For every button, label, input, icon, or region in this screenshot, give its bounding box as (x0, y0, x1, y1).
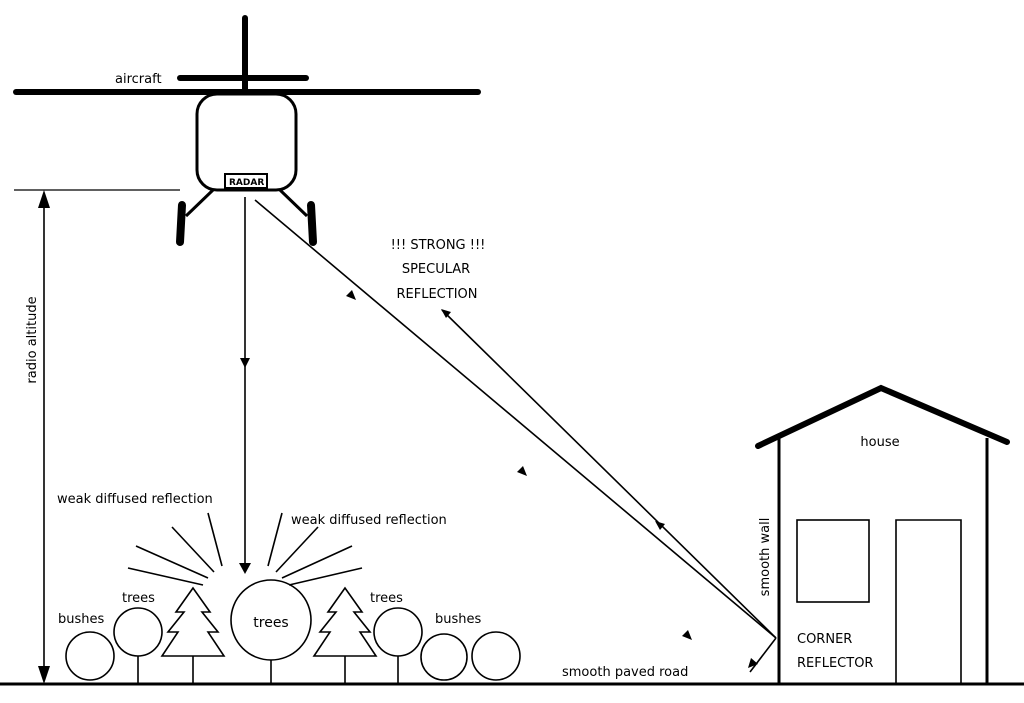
altitude-arrow-top (38, 190, 50, 208)
radar-label: RADAR (229, 178, 264, 188)
radar-box (224, 173, 268, 189)
house-door (895, 519, 962, 684)
bushes-label-left: bushes (58, 612, 105, 627)
house-roof (755, 384, 1010, 449)
house-window (796, 519, 870, 603)
wall-beam-return (441, 309, 777, 639)
left-skid (176, 201, 186, 246)
diffusion-ray (275, 526, 319, 573)
reflector-label: REFLECTOR (797, 656, 873, 671)
vertical-radar-beam (239, 197, 251, 574)
weak-diffused-label-right: weak diffused reflection (291, 513, 447, 528)
bush-right-2 (471, 631, 521, 681)
corner-bounce-line (749, 637, 777, 673)
vertical-beam-arrow-mid (240, 358, 250, 368)
right-skid (307, 201, 317, 246)
trees-label-left: trees (122, 591, 155, 606)
specular-label: SPECULAR (402, 262, 470, 277)
diffusion-ray (207, 512, 223, 567)
tree-left-crown (113, 607, 163, 657)
left-gear-strut (184, 188, 215, 218)
reflection-label: REFLECTION (397, 287, 478, 302)
house-shape (755, 384, 1010, 684)
bush-left-1 (65, 631, 115, 681)
corner-label: CORNER (797, 632, 852, 647)
diffusion-ray (127, 567, 204, 586)
diffusion-ray (171, 526, 215, 573)
diffusion-ray (281, 545, 353, 579)
conifer-left (160, 586, 226, 684)
tree-right-crown (373, 607, 423, 657)
beam-arrow-out-2 (517, 466, 527, 476)
diffusion-ray (135, 545, 209, 579)
radio-altitude-label: radio altitude (25, 296, 40, 383)
weak-diffused-label-left: weak diffused reflection (57, 492, 213, 507)
aircraft-shape (13, 15, 481, 246)
vertical-beam-arrow-end (239, 563, 251, 574)
bushes-label-right: bushes (435, 612, 482, 627)
beam-arrow-out-3 (682, 630, 692, 640)
conifer-right (312, 586, 378, 684)
aircraft-cabin (195, 92, 298, 192)
slant-radar-beam (254, 199, 777, 673)
right-gear-strut (278, 188, 309, 218)
return-arrow-head (441, 309, 451, 318)
vegetation (65, 579, 521, 684)
trees-label-center: trees (253, 615, 288, 631)
house-label: house (860, 435, 899, 450)
diffusion-ray (267, 512, 283, 567)
altitude-arrow-bottom (38, 666, 50, 684)
smooth-wall-label: smooth wall (758, 518, 773, 597)
return-arrow-mid (655, 521, 665, 530)
beam-arrow-out-1 (346, 290, 356, 300)
slant-beam-out (254, 199, 777, 639)
diffusion-rays (127, 512, 363, 586)
bush-right-1 (420, 633, 468, 681)
trees-label-right: trees (370, 591, 403, 606)
road-label: smooth paved road (562, 665, 688, 680)
radio-altitude-dimension (14, 189, 180, 684)
aircraft-label: aircraft (115, 72, 162, 87)
diffusion-ray (288, 567, 363, 586)
corner-bounce-arrow (748, 658, 758, 668)
strong-label: !!! STRONG !!! (391, 238, 486, 253)
